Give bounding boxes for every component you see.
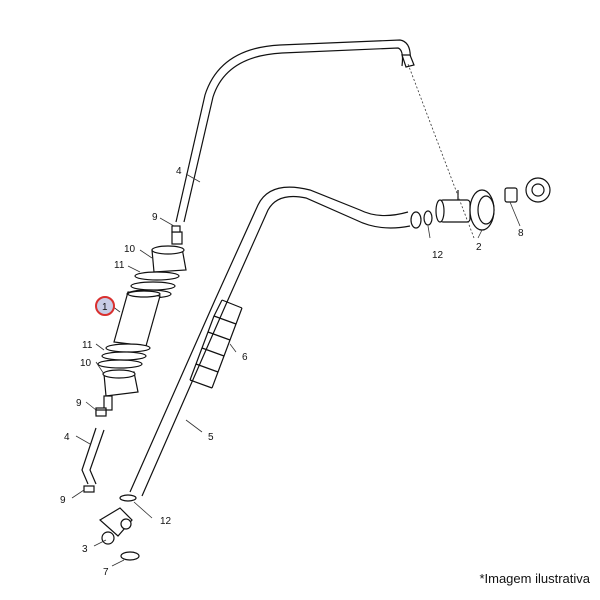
bolt-9-bottom (83, 485, 95, 493)
caption: *Imagem ilustrativa (479, 571, 590, 586)
housing-10-lower (95, 343, 151, 415)
callout-9-mid: 9 (76, 398, 82, 409)
callout-11-lower: 11 (82, 340, 93, 351)
callout-10-lower: 10 (80, 358, 92, 369)
callout-12-upper: 12 (432, 250, 444, 261)
spiral-guard-6 (189, 299, 243, 389)
bolt-9-top (171, 225, 181, 233)
filter-1 (113, 290, 161, 347)
callout-6: 6 (242, 352, 248, 363)
valve-3 (98, 507, 133, 545)
bolt-9-mid (95, 409, 107, 417)
leader-lines (71, 63, 521, 567)
callout-9-top: 9 (152, 212, 158, 223)
callout-10-upper: 10 (124, 244, 136, 255)
cap-8 (504, 177, 551, 203)
clamp-12-upper (410, 210, 433, 229)
housing-10-upper (126, 231, 187, 299)
pipe-4-lower (81, 427, 105, 485)
callout-7: 7 (103, 567, 109, 578)
tube-5 (129, 186, 411, 497)
callout-1: 1 (102, 302, 108, 313)
pipe-4-upper (175, 39, 415, 223)
callout-11-upper: 11 (114, 260, 125, 271)
callout-3: 3 (82, 544, 88, 555)
callout-2: 2 (476, 242, 482, 253)
callout-12-lower: 12 (160, 516, 172, 527)
highlight-circle (95, 296, 115, 316)
callout-4-lower: 4 (64, 432, 70, 443)
callout-8: 8 (518, 228, 524, 239)
callout-4-upper: 4 (176, 166, 182, 177)
callout-9-bottom: 9 (60, 495, 66, 506)
connector-2 (435, 189, 495, 231)
callout-5: 5 (208, 432, 214, 443)
clamp-12-lower (119, 494, 137, 502)
clip-7 (120, 551, 140, 561)
